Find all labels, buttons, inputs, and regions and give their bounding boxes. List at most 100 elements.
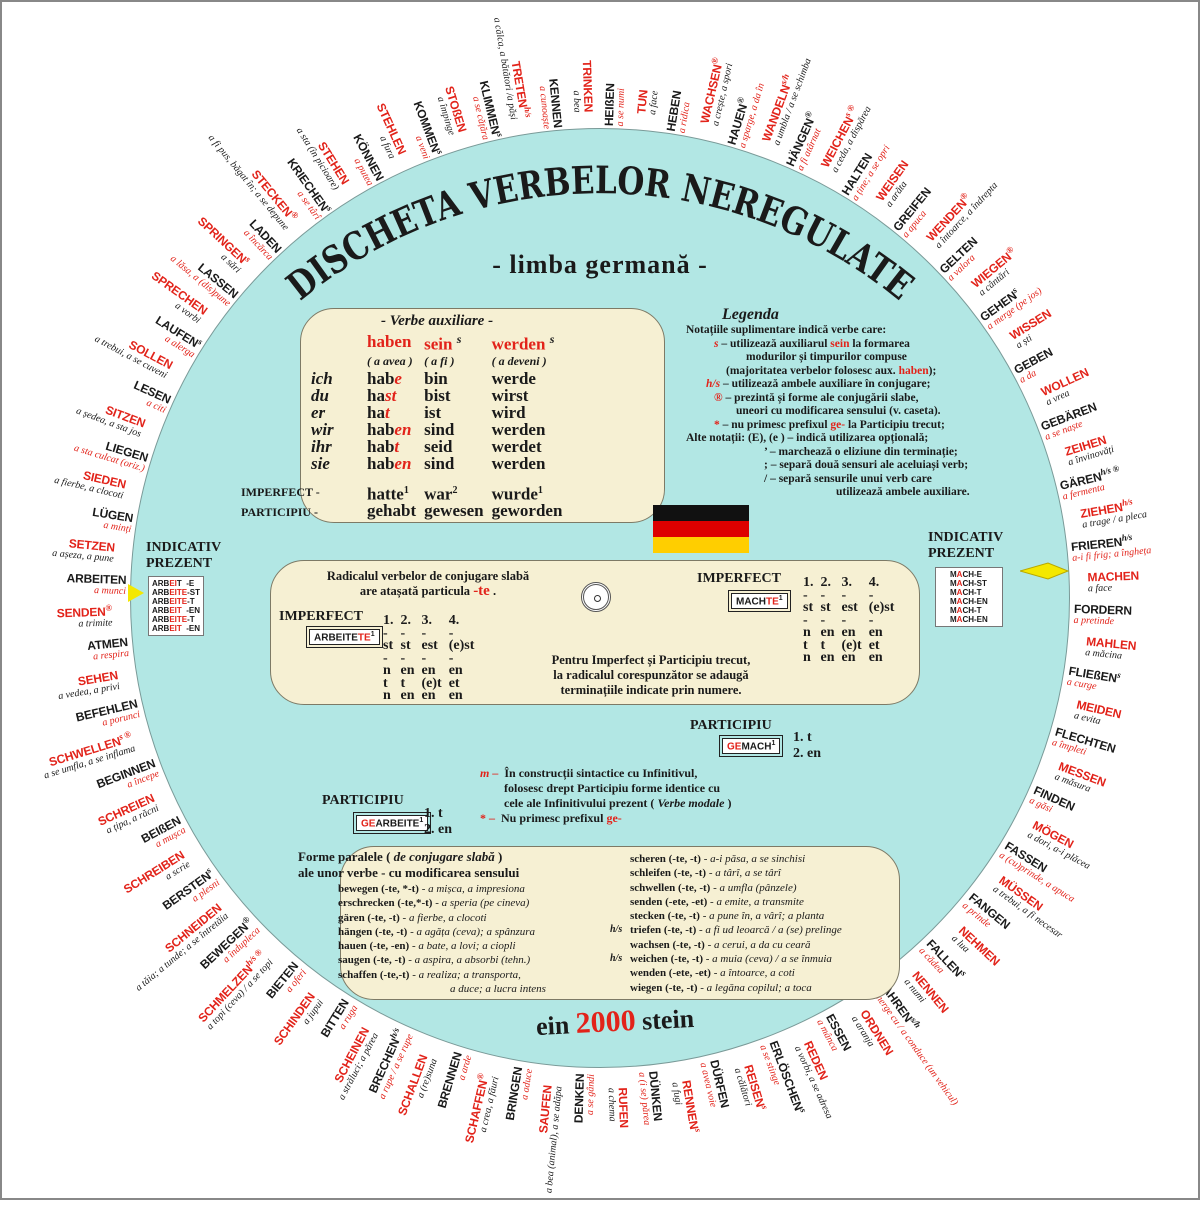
stem: M	[950, 570, 957, 579]
participle-heading-right: PARTICIPIU	[690, 718, 772, 733]
ending: t	[383, 675, 388, 691]
ending-number: 1	[370, 631, 375, 638]
conjugation-line: MACH-E	[950, 570, 988, 579]
legend-text: modurilor și timpurilor compuse	[746, 351, 907, 363]
stem-vowel: EI	[169, 579, 177, 588]
title-text: )	[494, 849, 503, 864]
note-line: la radicalul corespunzător se adaugă	[553, 668, 749, 682]
parallel-meaning: - a bate, a lovi; a ciopli	[409, 940, 516, 953]
ending: CH-EN	[962, 615, 988, 624]
pointer-right-icon[interactable]	[1020, 562, 1070, 580]
ending-number: 1.	[383, 613, 394, 628]
stem: ha	[367, 385, 385, 405]
parallel-meaning: - a târî, a se târî	[706, 867, 781, 880]
note-line: cele ale Infinitivului prezent (	[504, 796, 658, 810]
weak-intro-line: Radicalul verbelor de conjugare slabă	[326, 569, 530, 583]
hs-mark: h/s	[610, 924, 623, 936]
ending: -	[383, 650, 388, 666]
ending: t	[394, 436, 400, 456]
legend: Legenda Notațiile suplimentare indică ve…	[686, 306, 1016, 500]
legend-text: ’ – marchează o eliziune din terminație;	[764, 445, 958, 458]
note-line: În construcții sintactice cu Infinitivul…	[504, 766, 698, 780]
parallel-forms-title: Forme paralele ( de conjugare slabă ) al…	[298, 849, 519, 881]
ending: en	[448, 663, 463, 678]
parallel-meaning: - a legăna copilul; a toca	[697, 981, 812, 994]
stem-vowel: A	[956, 615, 963, 624]
conjugation-line: ARBEITE-T	[152, 597, 200, 606]
ending: st	[803, 600, 814, 615]
parallel-meaning: - a aspira, a absorbi (tehn.)	[405, 954, 531, 967]
ending: -	[868, 612, 874, 628]
parallel-forms-right: scheren (-te, -t) - a-i păsa, a se sinch…	[610, 852, 842, 995]
modal-verbs-note: m – În construcții sintactice cu Infinit…	[480, 766, 840, 826]
aux-verb: werden	[491, 334, 546, 354]
stem: hab	[367, 368, 395, 388]
pronoun: ihr	[311, 436, 332, 456]
imperfect-heading-left: IMPERFECT	[279, 609, 363, 624]
werden-form: wirst	[491, 385, 529, 405]
ending: -	[448, 650, 454, 666]
stem: hab	[367, 436, 395, 456]
subtitle: - limba germană -	[492, 250, 708, 279]
stem-vowel: EIT	[169, 624, 182, 633]
aux-translation: ( a deveni )	[491, 353, 547, 368]
ending: -	[421, 625, 427, 641]
weak-intro-line: are atașată particula	[359, 584, 474, 598]
ending: -EN	[181, 624, 201, 633]
conjugation-line: MACH-EN	[950, 615, 988, 624]
pointer-left-icon[interactable]	[128, 584, 144, 602]
ending: -EN	[181, 606, 201, 615]
stem: M	[950, 615, 957, 624]
endings-header-row: 1.2.3.4.	[383, 613, 481, 628]
ending: e	[394, 368, 402, 388]
ending: n	[803, 625, 811, 640]
note-line: )	[724, 796, 732, 810]
haben-form: hat	[367, 404, 424, 421]
ending: -	[803, 587, 808, 603]
conjugation-line: ARBEIT -EN	[152, 624, 200, 633]
center-pivot-icon	[581, 582, 611, 612]
pronoun: du	[311, 385, 329, 405]
stem: M	[950, 579, 957, 588]
ending: CH-ST	[962, 579, 987, 588]
parallel-meaning: - a mișca, a impresiona	[418, 883, 525, 895]
legend-intro: Notațiile suplimentare indică verbe care…	[686, 324, 887, 336]
other-notations-label: Alte notații:	[686, 432, 746, 444]
parallel-meaning: - a emite, a transmite	[707, 895, 804, 908]
ending: n	[383, 663, 391, 678]
ending-number: 4.	[868, 575, 880, 590]
haben-form: habe	[367, 370, 424, 387]
parallel-verb: wiegen (-te, -t)	[630, 981, 698, 994]
stem: ARB	[152, 597, 170, 606]
ending: -	[820, 612, 826, 628]
legend-text: (majoritatea verbelor folosesc aux.	[726, 364, 899, 377]
stem-vowel: EITE	[169, 588, 188, 597]
ending: n	[803, 650, 811, 665]
ending: en	[400, 663, 415, 678]
stem-vowel: A	[956, 579, 963, 588]
indicative-label: PREZENT	[928, 546, 995, 561]
ending: en	[421, 688, 436, 703]
ending: t	[820, 637, 826, 653]
endings-header-row: 1.2.3.4.	[803, 575, 901, 590]
parallel-meaning: - a cerui, a da cu ceară	[704, 938, 811, 951]
ending: en	[820, 625, 835, 640]
parallel-verb: hauen (-te, -en)	[338, 940, 410, 953]
legend-text: – prezintă și forme ale conjugării slabe…	[725, 391, 919, 404]
svg-text:DISCHETA VERBELOR NEREGULATE: DISCHETA VERBELOR NEREGULATE	[278, 157, 922, 308]
stem: M	[950, 597, 957, 606]
sein-form: seid	[424, 436, 453, 456]
ending: en	[394, 419, 412, 439]
legend-text: (E), (e ) – indică utilizarea opțională;	[747, 432, 929, 444]
german-flag-icon	[653, 505, 749, 553]
legend-text: – utilizează auxiliarul	[721, 337, 831, 350]
conjugation-line: MACH-EN	[950, 597, 988, 606]
auxiliary-title: - Verbe auxiliare -	[381, 313, 494, 329]
